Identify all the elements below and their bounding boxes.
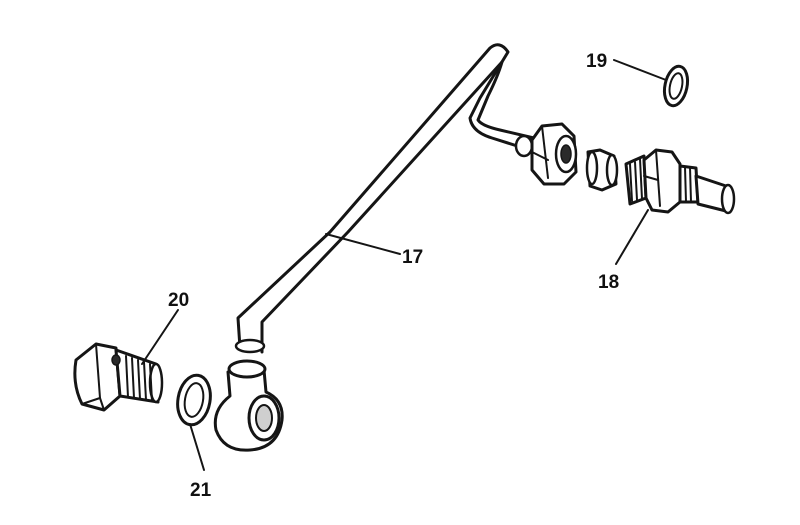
callout-21: 21 [190,480,212,501]
leader-19 [613,59,667,81]
leader-20 [141,309,179,365]
callout-19: 19 [586,51,607,72]
leader-18 [615,209,649,265]
banjo-fitting [213,359,284,452]
leader-21 [189,423,205,471]
callout-20: 20 [168,290,189,311]
washer-part-21 [176,373,212,427]
leader-lines [141,59,667,471]
leader-17 [325,233,401,255]
callout-18: 18 [598,272,619,293]
adapter-part-18 [624,148,736,215]
banjo-bolt-part-20 [73,342,164,412]
olive-ferrule [585,148,619,192]
union-nut [530,122,578,186]
washer-part-19 [662,64,690,108]
callout-17: 17 [402,247,423,268]
pipe-part-17 [234,43,536,354]
